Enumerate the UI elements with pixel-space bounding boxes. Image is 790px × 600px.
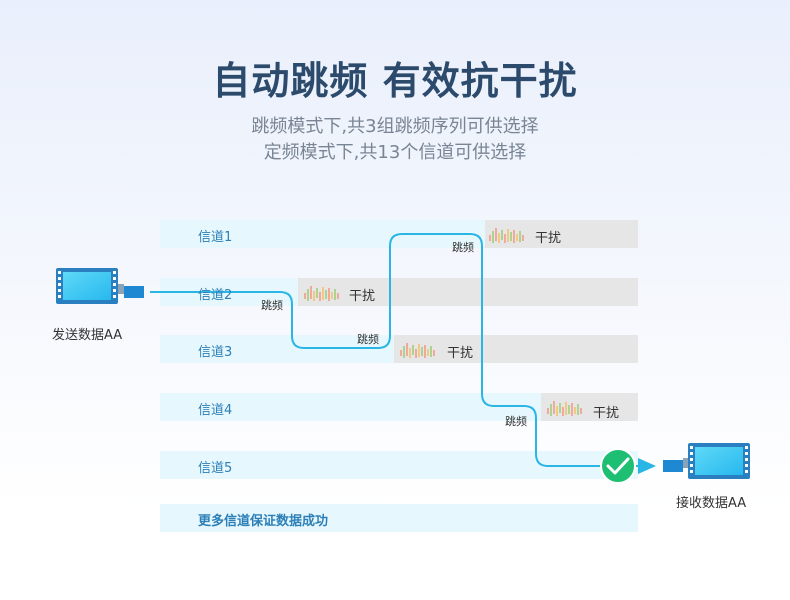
noise-icon	[489, 228, 524, 243]
interference-label-2: 干扰	[349, 289, 376, 304]
sender-label: 发送数据AA	[52, 328, 123, 343]
subtitle-fixed-mode: 定频模式下,共13个信道可供选择	[263, 142, 527, 163]
page-title: 自动跳频 有效抗干扰	[212, 59, 578, 103]
subtitle-hopping-mode: 跳频模式下,共3组跳频序列可供选择	[251, 116, 539, 137]
receiver-device-icon	[663, 443, 750, 479]
success-check-icon	[600, 448, 636, 484]
hop-label-2: 跳频	[357, 333, 379, 346]
sender-device-icon	[56, 268, 144, 304]
channel-label-1: 信道1	[198, 230, 233, 245]
receiver-label: 接收数据AA	[676, 496, 747, 511]
interference-label-4: 干扰	[593, 406, 620, 421]
channel-label-2: 信道2	[198, 288, 233, 303]
channel-label-4: 信道4	[198, 403, 233, 418]
hop-label-4: 跳频	[505, 415, 527, 428]
interference-block-2	[298, 278, 638, 306]
more-channels-row	[160, 504, 638, 532]
hop-label-3: 跳频	[452, 241, 474, 254]
hop-signal-path	[150, 233, 645, 467]
more-channels-label: 更多信道保证数据成功	[198, 514, 329, 529]
noise-icon	[400, 343, 435, 358]
interference-label-3: 干扰	[447, 346, 474, 361]
arrow-head-icon	[638, 458, 656, 474]
interference-block-3	[394, 335, 638, 363]
hop-label-1: 跳频	[261, 299, 283, 312]
channel-label-3: 信道3	[198, 345, 233, 360]
noise-icon	[547, 401, 582, 416]
channel-label-5: 信道5	[198, 461, 233, 476]
noise-icon	[304, 286, 339, 301]
interference-label-1: 干扰	[535, 231, 562, 246]
